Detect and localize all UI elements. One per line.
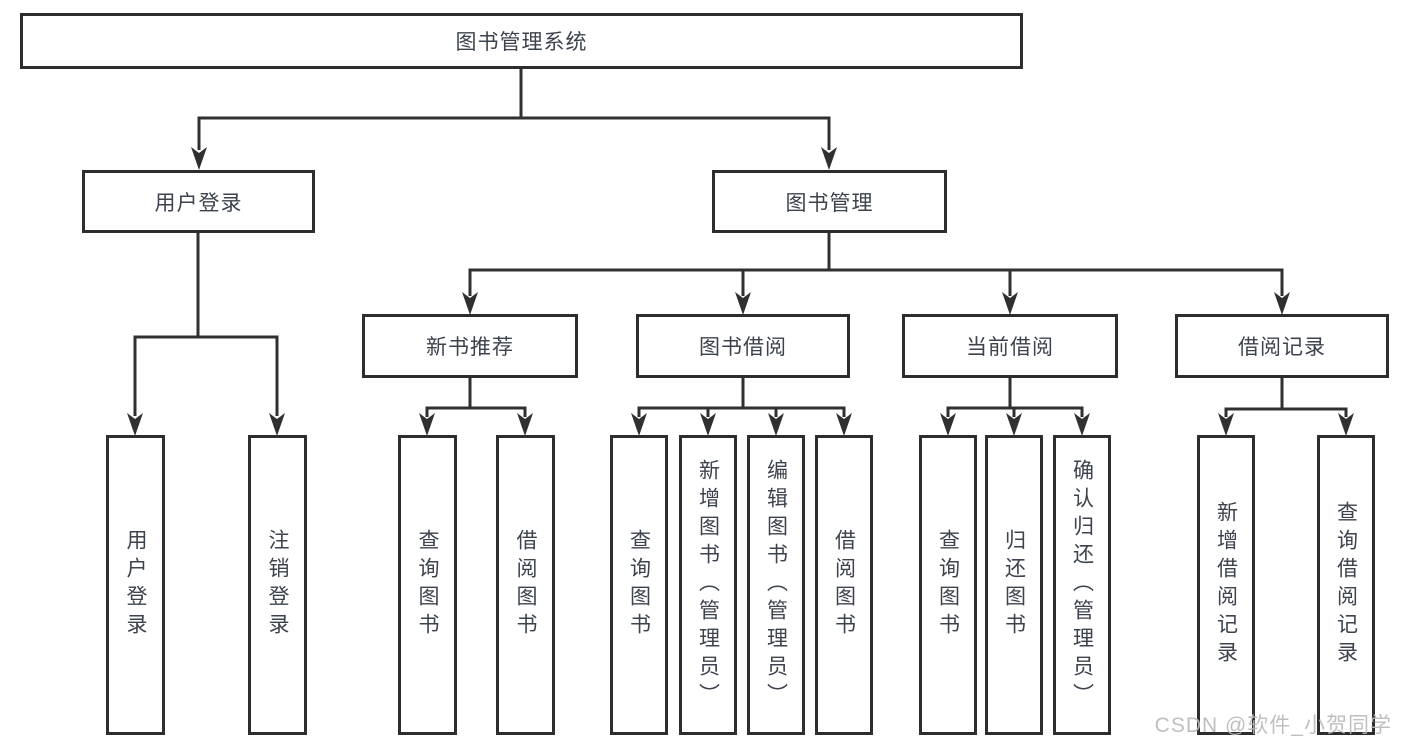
- leaf-current-confirm-return-admin: 确认归还（管理员）: [1053, 435, 1111, 735]
- arrow-down-icon: [1006, 413, 1022, 436]
- arrow-down-icon: [768, 413, 784, 436]
- leaf-current-return-books: 归还图书: [985, 435, 1043, 735]
- leaf-current-query-books: 查询图书: [919, 435, 977, 735]
- arrow-down-icon: [269, 413, 285, 436]
- node-book-management: 图书管理: [712, 170, 947, 233]
- arrow-down-icon: [631, 413, 647, 436]
- arrow-down-icon: [836, 413, 852, 436]
- node-book-borrowing: 图书借阅: [636, 314, 850, 378]
- arrow-down-icon: [735, 292, 751, 315]
- leaf-user-login: 用户登录: [106, 435, 165, 735]
- node-new-book-recommend: 新书推荐: [362, 314, 578, 378]
- leaf-logout: 注销登录: [248, 435, 307, 735]
- arrow-down-icon: [127, 413, 143, 436]
- leaf-borrowing-add-books-admin: 新增图书（管理员）: [679, 435, 737, 735]
- leaf-records-query-record: 查询借阅记录: [1317, 435, 1375, 735]
- arrow-down-icon: [1074, 413, 1090, 436]
- arrow-down-icon: [1218, 413, 1234, 436]
- leaf-records-add-record: 新增借阅记录: [1197, 435, 1255, 735]
- arrow-down-icon: [191, 147, 207, 170]
- arrow-down-icon: [1002, 292, 1018, 315]
- node-current-borrowing: 当前借阅: [902, 314, 1118, 378]
- leaf-newrec-query-books: 查询图书: [398, 435, 457, 735]
- arrow-down-icon: [700, 413, 716, 436]
- node-user-login: 用户登录: [82, 170, 315, 233]
- arrow-down-icon: [940, 413, 956, 436]
- arrow-down-icon: [821, 147, 837, 170]
- arrow-down-icon: [1338, 413, 1354, 436]
- leaf-borrowing-edit-books-admin: 编辑图书（管理员）: [747, 435, 805, 735]
- arrow-down-icon: [419, 413, 435, 436]
- leaf-borrowing-borrow-books: 借阅图书: [815, 435, 873, 735]
- arrow-down-icon: [462, 292, 478, 315]
- node-borrow-records: 借阅记录: [1175, 314, 1389, 378]
- leaf-borrowing-query-books: 查询图书: [610, 435, 668, 735]
- arrow-down-icon: [517, 413, 533, 436]
- node-root-system: 图书管理系统: [20, 13, 1023, 69]
- leaf-newrec-borrow-books: 借阅图书: [496, 435, 555, 735]
- csdn-watermark: CSDN @软件_小贺同学: [1154, 714, 1392, 737]
- arrow-down-icon: [1274, 292, 1290, 315]
